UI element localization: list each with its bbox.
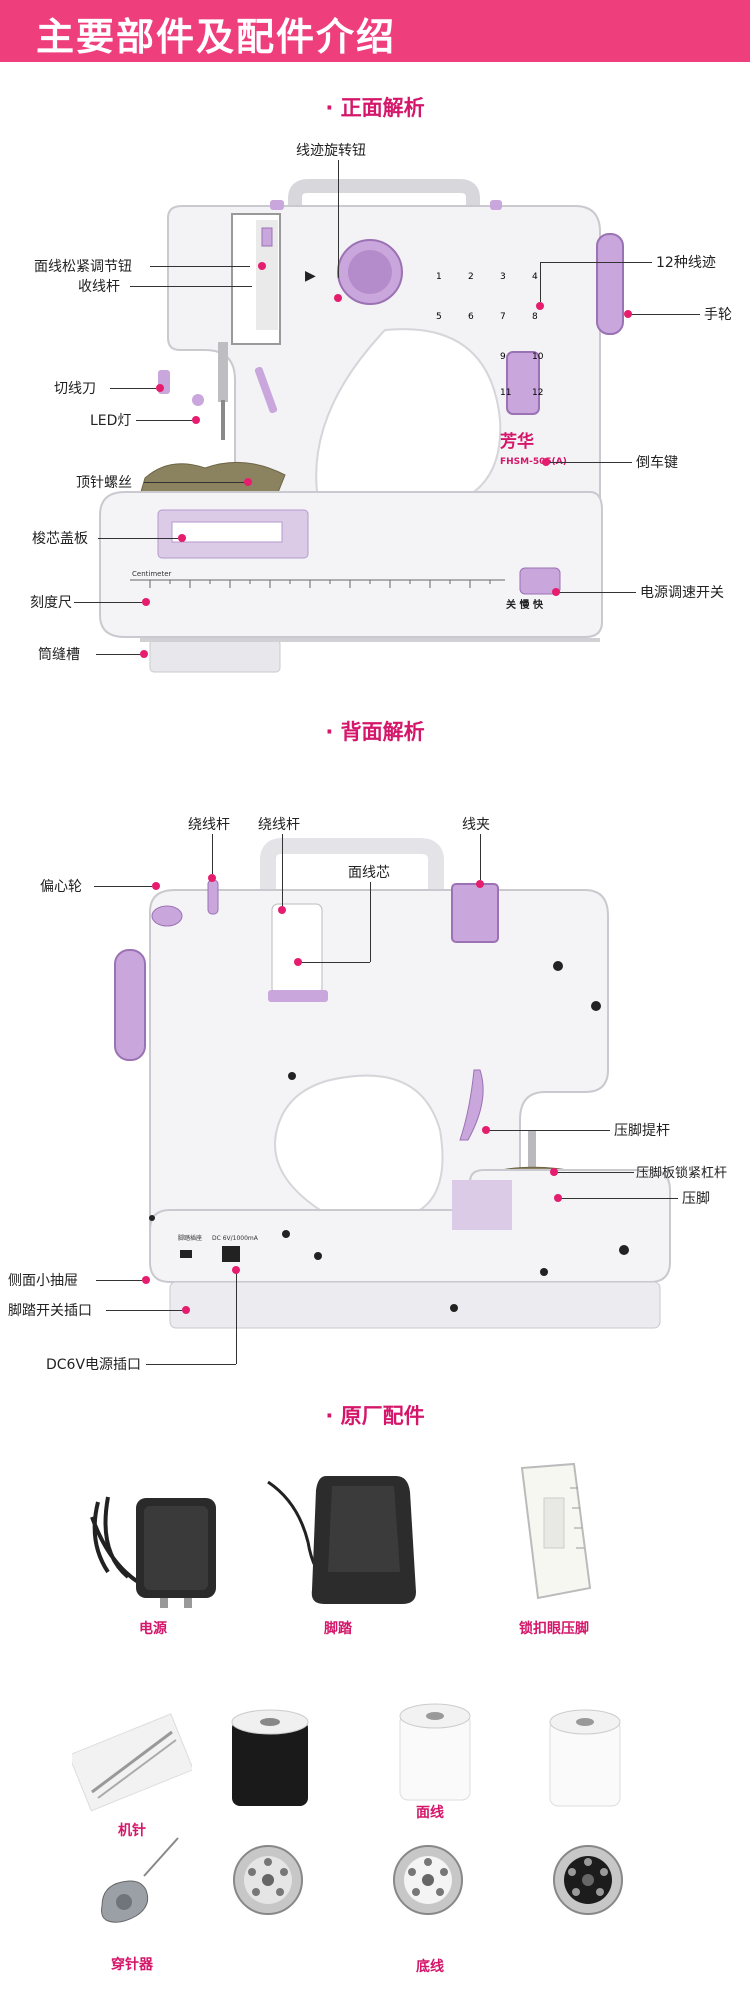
dot-led [192,416,200,424]
bobbin-image-1 [233,1845,303,1915]
stitch-number: 3 [500,272,506,282]
accessory-buttonhole-label: 锁扣眼压脚 [519,1621,589,1637]
dc-board-text: DC 6V/1000mA [212,1235,259,1242]
label-handwheel: 手轮 [704,307,732,323]
stitch-number: 4 [532,272,538,282]
dot-needle-screw [244,478,252,486]
label-stitch-dial: 线迹旋转钮 [296,143,366,159]
accessory-pedal-label: 脚踏 [324,1621,352,1637]
label-spool: 面线芯 [348,865,390,881]
bobbin-image-3 [553,1845,623,1915]
back-section-title: · 背面解析 [325,720,425,744]
label-presser-screw: 压脚板锁紧杠杆 [636,1166,728,1181]
label-12-stitches: 12种线迹 [656,255,716,271]
dot-pedal-jack [182,1306,190,1314]
stitch-panel: 1 2 3 4 5 6 7 8 9 10 11 12 [432,272,562,432]
switch-text: 关 慢 快 [506,598,544,611]
accessory-power-label: 电源 [139,1621,167,1637]
back-machine-illustration: 脚踏插座 DC 6V/1000mA [114,838,671,1329]
stitch-number: 5 [436,312,442,322]
black-thread-image [231,1709,309,1806]
accessory-thread-label: 面线 [416,1805,444,1821]
dot-ruler [142,598,150,606]
label-reverse-button: 倒车键 [636,455,678,471]
label-power-switch: 电源调速开关 [640,585,724,601]
dot-dc-jack [232,1266,240,1274]
pedal-board-text: 脚踏插座 [178,1234,202,1242]
stitch-number: 1 [436,272,442,282]
white-thread-image-2 [549,1709,621,1807]
needle-image [72,1713,192,1812]
label-thread-clip: 线夹 [462,817,490,833]
header-banner: 主要部件及配件介绍 [0,0,750,62]
dot-presser-screw [550,1168,558,1176]
label-presser-lift: 压脚提杆 [614,1123,670,1139]
white-thread-image [399,1703,471,1801]
svg-text:▶: ▶ [305,268,316,284]
accessory-bobbin-label: 底线 [416,1959,444,1975]
dot-stitches [536,302,544,310]
dot-cutter [156,384,164,392]
stitch-number: 10 [532,352,544,362]
dot-handwheel [624,310,632,318]
front-machine-illustration: ▶ 芳华 FHSM-505(A) Centimeter 关 慢 快 [99,179,624,673]
stitch-number: 11 [500,388,512,398]
label-ruler: 刻度尺 [30,595,72,611]
dot-side-drawer [142,1276,150,1284]
accessory-needle-label: 机针 [118,1823,146,1839]
label-needle-screw: 顶针螺丝 [76,475,132,491]
dot-sleeve [140,650,148,658]
label-tension-dial: 面线松紧调节钮 [34,259,132,275]
label-winder-2: 绕线杆 [258,817,300,833]
needle-threader-image [101,1837,179,1923]
page-title: 主要部件及配件介绍 [36,14,397,59]
dot-presser-foot [554,1194,562,1202]
bobbin-image-2 [393,1845,463,1915]
dot-presser-lift [482,1126,490,1134]
dot-stitch-dial [334,294,342,302]
stitch-number: 12 [532,388,544,398]
label-side-drawer: 侧面小抽屉 [8,1273,78,1289]
ruler-text: Centimeter [132,570,171,578]
label-led-light: LED灯 [90,413,132,429]
dot-tension [258,262,266,270]
dot-winder-2 [278,906,286,914]
stitch-number: 7 [500,312,506,322]
power-adapter-image [90,1496,216,1608]
dot-thread-clip [476,880,484,888]
dot-eccentric-wheel [152,882,160,890]
label-thread-cutter: 切线刀 [54,381,96,397]
label-presser-foot: 压脚 [682,1191,710,1207]
label-bobbin-cover: 梭芯盖板 [32,531,88,547]
stitch-number: 8 [532,312,538,322]
stitch-number: 6 [468,312,474,322]
buttonhole-foot-image [520,1462,592,1600]
front-model-text: FHSM-505(A) [500,457,567,467]
accessories-section-title: · 原厂配件 [325,1404,425,1428]
label-take-up-lever: 收线杆 [78,279,120,295]
dot-bobbin-cover [178,534,186,542]
dot-winder-1 [208,874,216,882]
stitch-number: 2 [468,272,474,282]
dot-spool [294,958,302,966]
front-brand-text: 芳华 [500,431,534,452]
dot-reverse [542,458,550,466]
accessory-threader-label: 穿针器 [111,1957,153,1973]
front-section-title: · 正面解析 [325,96,425,120]
stitch-number: 9 [500,352,506,362]
label-sleeve-slot: 筒缝槽 [38,647,80,663]
label-dc-jack: DC6V电源插口 [46,1357,142,1373]
label-pedal-jack: 脚踏开关插口 [8,1303,92,1319]
dot-power-switch [552,588,560,596]
label-winder-1: 绕线杆 [188,817,230,833]
label-eccentric-wheel: 偏心轮 [40,879,82,895]
foot-pedal-image [267,1476,416,1604]
